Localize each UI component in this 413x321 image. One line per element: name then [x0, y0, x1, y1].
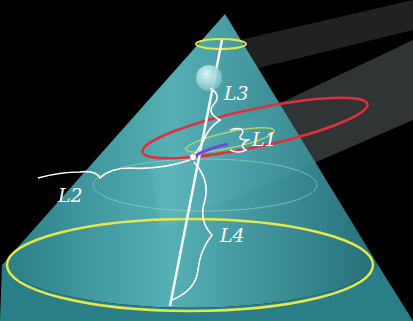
- brace-l2: [38, 160, 190, 178]
- cone: [2, 14, 378, 308]
- focus-point: [190, 154, 196, 160]
- plane-back: [240, 0, 413, 70]
- sphere: [196, 65, 222, 91]
- cone-base: [0, 265, 413, 321]
- red-ellipse: [139, 86, 372, 171]
- brace-l4: [172, 162, 212, 300]
- yellow-circle: [7, 219, 373, 311]
- brace-l3: [195, 88, 220, 154]
- purple-segment: [194, 144, 228, 156]
- axis-line: [170, 40, 222, 306]
- length-label: L2: [58, 186, 83, 205]
- brace-l1: [230, 129, 248, 152]
- length-label: L3: [224, 84, 249, 103]
- length-label: L4: [220, 226, 245, 245]
- length-label: L1: [252, 130, 277, 149]
